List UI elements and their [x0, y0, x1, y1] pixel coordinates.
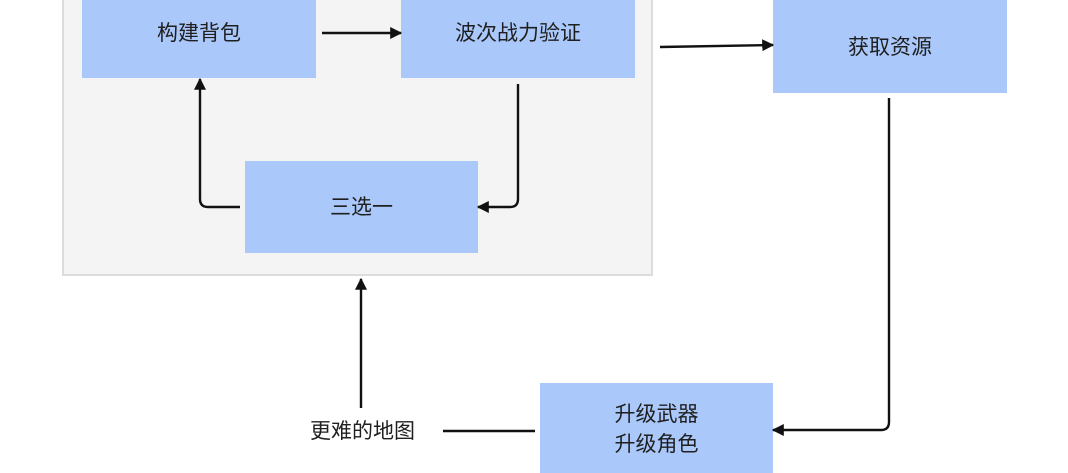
- node-upgrade-character-label: 升级角色: [614, 432, 699, 456]
- node-wave-verify-label: 波次战力验证: [455, 21, 581, 45]
- node-upgrade: 升级武器 升级角色: [540, 383, 773, 473]
- node-gain-resources-label: 获取资源: [848, 34, 932, 59]
- node-wave-verify: 波次战力验证: [401, 0, 635, 78]
- node-pick-one: 三选一: [245, 161, 478, 253]
- node-upgrade-weapon-label: 升级武器: [614, 402, 699, 426]
- node-build-backpack: 构建背包: [82, 0, 316, 78]
- node-pick-one-label: 三选一: [330, 195, 393, 219]
- flow-diagram: 构建背包 波次战力验证 三选一 获取资源 升级武器 升级角色 更难的地图: [62, 0, 1007, 473]
- edge-group-to-gain: [659, 39, 775, 52]
- edge-gain-to-upgrade: [771, 98, 891, 436]
- node-build-backpack-label: 构建背包: [157, 21, 241, 45]
- harder-map-label: 更难的地图: [310, 419, 415, 443]
- node-gain-resources: 获取资源: [773, 0, 1007, 93]
